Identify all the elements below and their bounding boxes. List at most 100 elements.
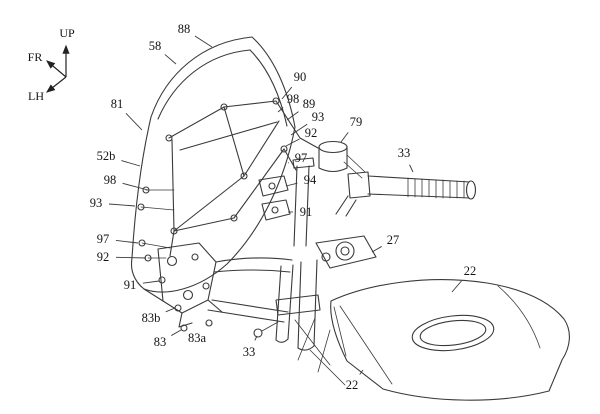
leader-line-27 [371, 246, 382, 253]
orientation-fr-label: FR [28, 50, 43, 64]
leader-line-58 [164, 54, 177, 65]
leader-line-79 [340, 132, 349, 143]
leader-line-22 [359, 369, 364, 375]
reservoir-bracket [343, 161, 363, 179]
lh-axis-arrow [46, 76, 67, 93]
fork-tube-front [297, 261, 302, 349]
ref-label-83: 83 [154, 335, 167, 349]
leader-line-22 [451, 280, 462, 293]
stay-frame [165, 97, 319, 257]
stay-arm-lower [211, 299, 289, 313]
fuel-cap-outer [411, 314, 495, 352]
tank-outline [330, 279, 570, 401]
leader-line-52b [121, 160, 141, 167]
bar-clamp-block [347, 171, 371, 199]
windshield-inner-right-edge [249, 49, 288, 127]
leader-line-89 [286, 111, 299, 121]
leader-lines [108, 35, 462, 375]
leader-line-83 [171, 329, 182, 336]
bar-end [465, 180, 477, 200]
ref-label-22: 22 [346, 378, 359, 392]
ref-label-88: 88 [178, 22, 191, 36]
leader-line-97 [115, 240, 139, 244]
fuel-cap-inner [419, 319, 487, 347]
stay-arm-lower2 [207, 309, 285, 323]
leader-line-94 [285, 182, 298, 187]
leader-line-33 [409, 164, 414, 173]
ref-label-92: 92 [97, 250, 110, 264]
triple-clamp [315, 235, 377, 269]
reservoir-top [318, 140, 348, 154]
bar-top [367, 175, 471, 183]
stay-arm-upper [215, 257, 293, 263]
leader-line-93 [108, 203, 136, 207]
bar-riser [335, 195, 349, 215]
leader-line-93 [290, 123, 308, 136]
edge-fittings [137, 186, 175, 284]
mount-bracket-cluster [143, 242, 293, 332]
ref-label-83b: 83b [142, 311, 161, 325]
fork-tube-rear [275, 265, 282, 341]
stay-joint [170, 227, 178, 235]
stay-joint [230, 214, 238, 222]
ref-label-97: 97 [97, 232, 110, 246]
reservoir [318, 140, 366, 179]
orientation-indicator: UP FR LH [28, 26, 75, 103]
ref-label-90: 90 [294, 70, 307, 84]
ref-label-93: 93 [312, 110, 325, 124]
meter-brackets [258, 175, 291, 221]
windshield-outline [130, 36, 296, 293]
leader-line-92 [285, 138, 300, 147]
windshield-inner-top-edge [157, 49, 251, 120]
fr-axis-arrow [46, 60, 67, 78]
steering-fork [253, 157, 321, 351]
ref-label-52b: 52b [97, 149, 116, 163]
ref-label-22: 22 [464, 264, 477, 278]
leader-line-88 [194, 35, 213, 48]
ref-label-91: 91 [300, 205, 313, 219]
leader-line-91 [142, 280, 160, 284]
ref-label-92: 92 [305, 126, 318, 140]
ref-label-94: 94 [304, 173, 317, 187]
stay-joint [240, 172, 248, 180]
ref-label-83a: 83a [188, 331, 207, 345]
leader-line-33 [254, 335, 258, 341]
leader-line-90 [281, 86, 293, 100]
orientation-up-label: UP [59, 26, 75, 40]
ref-label-27: 27 [387, 233, 400, 247]
ref-label-89: 89 [303, 97, 316, 111]
drawing [130, 36, 570, 401]
leader-line-98 [277, 107, 284, 113]
triple-clamp-plate [315, 235, 377, 269]
ref-label-79: 79 [350, 115, 363, 129]
stay-joint [272, 97, 280, 105]
ref-label-98: 98 [104, 173, 117, 187]
bar-bottom [367, 193, 471, 199]
stay-arm-upper2 [213, 269, 291, 273]
stay-joint [165, 134, 173, 142]
ref-label-33: 33 [398, 146, 411, 160]
handlebar-grip [407, 177, 465, 199]
stem-tube [293, 165, 298, 247]
stay-joint [220, 103, 228, 111]
ref-label-93: 93 [90, 196, 103, 210]
ref-label-91: 91 [124, 278, 137, 292]
leader-line-92 [115, 256, 147, 259]
leader-line-83b [165, 307, 176, 313]
leader-line-81 [125, 113, 143, 131]
fuel-tank [330, 279, 570, 401]
ref-label-33: 33 [243, 345, 256, 359]
windshield [130, 36, 296, 293]
leader-line-83a [205, 323, 208, 326]
leader-line-98 [122, 182, 149, 191]
orientation-lh-label: LH [28, 89, 44, 103]
stem-cap [292, 157, 315, 169]
ref-label-97: 97 [295, 151, 308, 165]
frame-truss [294, 317, 346, 386]
ref-label-81: 81 [111, 97, 124, 111]
handlebar [335, 171, 477, 217]
ref-label-58: 58 [149, 39, 162, 53]
